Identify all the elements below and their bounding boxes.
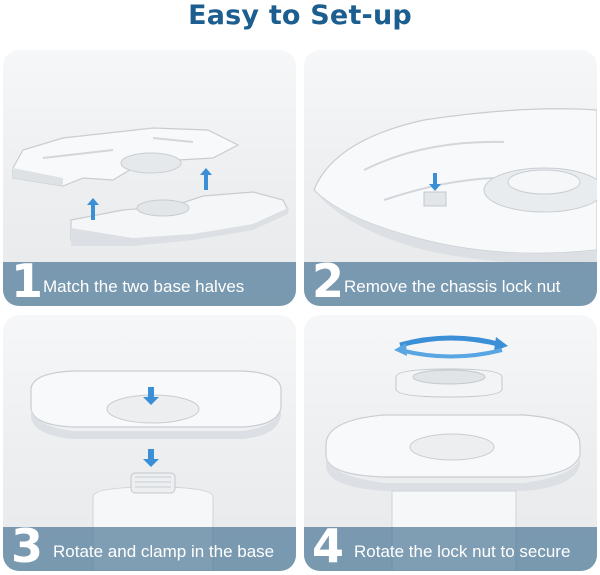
step-number: 2 xyxy=(312,254,345,306)
step-caption: Rotate the lock nut to secure xyxy=(354,542,571,561)
step-caption-bar: 2 Remove the chassis lock nut xyxy=(304,258,597,306)
step-caption-bar: 1 Match the two base halves xyxy=(3,258,296,306)
step-1-panel: 1 Match the two base halves xyxy=(3,50,296,306)
down-arrow-icon xyxy=(143,449,159,467)
step-number: 4 xyxy=(312,519,345,571)
step-4-panel: 4 Rotate the lock nut to secure xyxy=(304,315,597,571)
step-caption: Rotate and clamp in the base xyxy=(53,542,275,561)
step-caption: Match the two base halves xyxy=(43,277,245,296)
chassis-base-illustration xyxy=(313,108,597,264)
step-3-panel: 3 Rotate and clamp in the base xyxy=(3,315,296,571)
page-title: Easy to Set-up xyxy=(188,0,412,31)
down-arrow-icon xyxy=(429,173,441,191)
step-caption-bar: 4 Rotate the lock nut to secure xyxy=(304,523,597,571)
down-arrow-icon xyxy=(143,387,159,405)
step-number: 3 xyxy=(11,519,44,571)
up-arrow-icon xyxy=(87,198,99,220)
step-2-panel: 2 Remove the chassis lock nut xyxy=(304,50,597,306)
up-arrow-icon xyxy=(200,168,212,190)
step-caption-bar: 3 Rotate and clamp in the base xyxy=(3,523,296,571)
rotate-arrow-icon xyxy=(394,335,508,359)
step-number: 1 xyxy=(11,254,44,306)
base-halves-illustration xyxy=(12,127,289,246)
step-caption: Remove the chassis lock nut xyxy=(344,277,561,296)
